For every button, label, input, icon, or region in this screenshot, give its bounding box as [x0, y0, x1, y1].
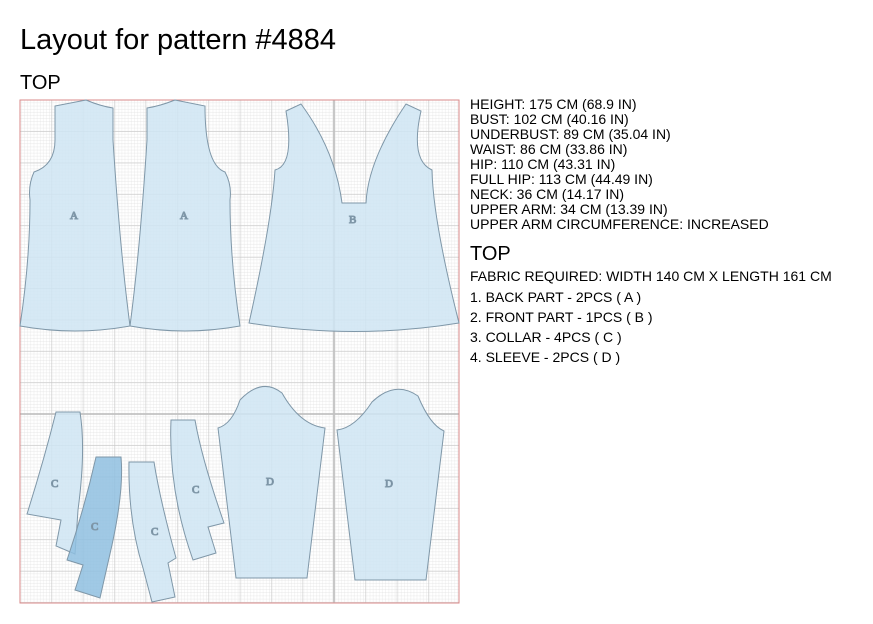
fabric-required: FABRIC REQUIRED: WIDTH 140 CM X LENGTH 1…: [470, 268, 832, 284]
piece-sleeve-2: D: [336, 388, 445, 581]
measurement-neck: NECK: 36 CM (14.17 IN): [470, 186, 625, 202]
piece-front-part: B: [248, 103, 460, 332]
part-item: 4. SLEEVE - 2PCS ( D ): [470, 349, 621, 365]
parts-list: 1. BACK PART - 2PCS ( A ) 2. FRONT PART …: [470, 287, 870, 367]
piece-collar-3: C: [128, 461, 177, 603]
piece-sleeve-1: D: [217, 385, 326, 579]
svg-text:C: C: [192, 484, 199, 496]
svg-text:B: B: [349, 214, 356, 226]
measurement-waist: WAIST: 86 CM (33.86 IN): [470, 141, 628, 157]
section-label: TOP: [20, 72, 61, 94]
part-item: 3. COLLAR - 4PCS ( C ): [470, 329, 622, 345]
piece-back-part-1: A: [19, 99, 131, 332]
garment-heading: TOP: [470, 243, 511, 265]
measurement-full-hip: FULL HIP: 113 CM (44.49 IN): [470, 171, 653, 187]
pattern-info: HEIGHT: 175 CM (68.9 IN) BUST: 102 CM (4…: [470, 97, 870, 367]
piece-collar-2: C: [66, 456, 123, 599]
part-item: 2. FRONT PART - 1PCS ( B ): [470, 309, 653, 325]
measurement-height: HEIGHT: 175 CM (68.9 IN): [470, 96, 637, 112]
svg-text:C: C: [151, 526, 158, 538]
measurement-upper-arm-circumference: UPPER ARM CIRCUMFERENCE: INCREASED: [470, 216, 769, 232]
svg-text:C: C: [51, 478, 58, 490]
measurement-bust: BUST: 102 CM (40.16 IN): [470, 111, 629, 127]
measurement-hip: HIP: 110 CM (43.31 IN): [470, 156, 616, 172]
part-item: 1. BACK PART - 2PCS ( A ): [470, 289, 642, 305]
svg-text:D: D: [266, 476, 274, 488]
svg-text:C: C: [91, 521, 98, 533]
piece-collar-4: C: [170, 419, 225, 561]
piece-collar-1: C: [26, 411, 84, 555]
svg-text:A: A: [180, 210, 188, 222]
measurement-underbust: UNDERBUST: 89 CM (35.04 IN): [470, 126, 671, 142]
svg-text:D: D: [385, 478, 393, 490]
fabric-border: [19, 99, 460, 604]
page-title: Layout for pattern #4884: [20, 24, 337, 56]
measurement-upper-arm: UPPER ARM: 34 CM (13.39 IN): [470, 201, 668, 217]
svg-text:A: A: [70, 210, 78, 222]
piece-back-part-2: A: [129, 99, 241, 332]
measurements-list: HEIGHT: 175 CM (68.9 IN) BUST: 102 CM (4…: [470, 97, 870, 232]
